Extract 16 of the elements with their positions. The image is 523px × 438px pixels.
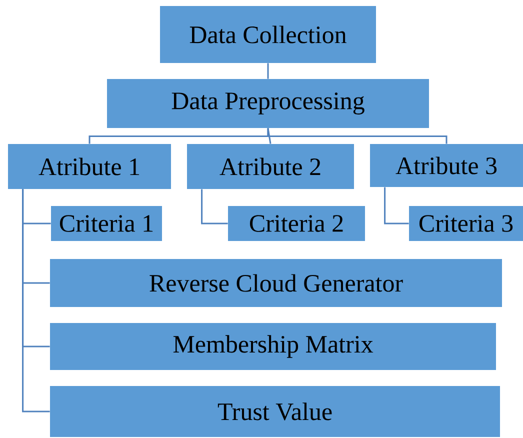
connector-line [267,128,448,144]
process-box: Reverse Cloud Generator [50,259,502,307]
process-box: Data Preprocessing [107,79,429,128]
process-box: Criteria 2 [228,206,365,241]
connector-line [384,187,409,224]
process-box: Atribute 2 [187,144,354,189]
connector-line [22,189,50,412]
connector-line [267,63,269,79]
process-box: Criteria 1 [51,206,162,241]
connector-line [201,189,228,224]
process-box: Data Collection [160,6,376,63]
process-box: Membership Matrix [50,323,496,370]
process-box: Criteria 3 [409,206,523,241]
process-box: Trust Value [50,386,500,437]
process-box: Atribute 3 [370,144,523,187]
process-box: Atribute 1 [8,144,171,189]
